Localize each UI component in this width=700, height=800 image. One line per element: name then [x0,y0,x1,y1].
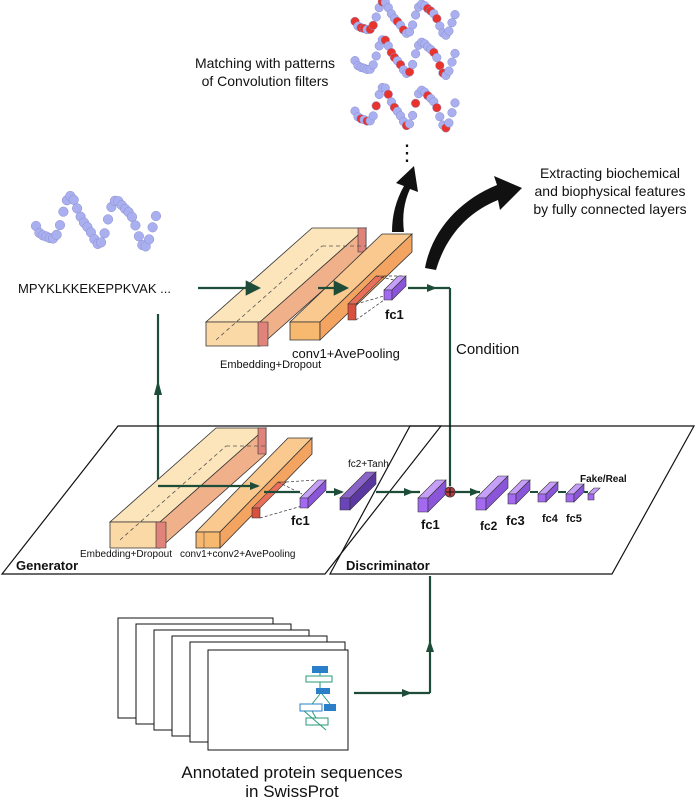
fc1-block-top [355,275,407,321]
embedding-dropout-label-generator: Embedding+Dropout [80,549,172,560]
input-protein-chain [30,190,162,252]
bead [368,20,378,30]
embedding-block-generator [108,427,268,549]
bead [447,18,457,28]
arrow-head-gen3-icon [404,488,414,496]
fc4-block-discriminator [537,481,559,503]
bead [404,119,415,129]
sequence-text: MPYKLKKEKEPPKVAK ... [18,281,171,296]
bead [450,48,460,58]
arrow-head-down-icon [154,380,162,395]
extract-label-line3: by fully connected layers [533,201,686,217]
bead [58,206,69,217]
bead [144,234,155,245]
bead [126,211,138,222]
conv1-avepooling-label: conv1+AvePooling [292,346,400,361]
bead [99,228,110,239]
swissprot-document-stack [117,617,349,751]
fc1-block-generator [259,479,327,519]
bead [408,110,418,120]
conv-block-top [289,233,413,341]
bead [435,112,445,122]
bead [54,220,66,231]
fc3-label-discriminator: fc3 [506,513,525,528]
bead [371,51,381,61]
discriminator-plane [328,425,696,575]
bead [383,89,393,99]
chain-pattern-2 [350,35,460,80]
bead [408,20,418,30]
arrow-head-top-icon [427,284,437,292]
chain-pattern-1 [350,0,460,40]
bead [411,10,421,20]
bead [147,222,158,233]
curved-arrow-right-icon [425,176,522,270]
discriminator-label: Discriminator [346,558,430,573]
bead [371,12,381,22]
bead [102,214,114,225]
bead [371,101,381,111]
bead [411,49,421,59]
fc2-tanh-label: fc2+Tanh [348,459,389,470]
curved-arrow-up-icon [392,166,418,232]
bead [96,237,107,248]
fc4-label-discriminator: fc4 [542,513,559,525]
fc3-block-discriminator [507,479,531,505]
bead [130,220,141,231]
extract-label-line2: and biophysical features [535,183,686,199]
annotated-label-line2: in SwissProt [245,782,339,800]
matching-label-line2: of Convolution filters [202,73,329,89]
bead [450,98,460,108]
fc2-tanh-block [339,471,377,511]
bead [368,111,378,121]
annotation-tree-icon [299,666,336,731]
chain-pattern-3 [350,82,460,133]
fc2-label-discriminator: fc2 [480,519,498,533]
matching-label-line1: Matching with patterns [195,55,335,71]
bead [411,98,421,108]
bead [432,53,442,63]
fc1-label-generator: fc1 [291,513,310,528]
embedding-dropout-label-top: Embedding+Dropout [220,359,321,371]
bead [68,194,79,205]
arrow-head-gen2-icon [334,488,344,496]
bead [432,103,442,113]
fc1-label-discriminator: fc1 [421,517,440,532]
fake-real-label: Fake/Real [580,474,627,485]
conv1-conv2-avepooling-label: conv1+conv2+AvePooling [180,549,295,560]
bead [133,231,144,242]
bead [408,59,418,69]
bead [450,10,460,20]
output-block-discriminator [587,487,601,501]
ellipsis-dots: ⋮ [396,140,418,165]
bead [447,108,457,118]
extract-label-line1: Extracting biochemical [540,165,680,181]
fc5-label-discriminator: fc5 [566,513,582,525]
bead [51,229,62,240]
arrow-head-gen1-icon [250,482,260,490]
bead [444,26,454,36]
fc5-block-discriminator [565,483,585,503]
fc1-block-discriminator [417,479,447,513]
fc2-block-discriminator [475,475,509,511]
bead [150,210,162,222]
fc1-label-top: fc1 [385,307,404,322]
condition-label: Condition [456,341,519,358]
bead [444,118,454,128]
annotated-label-line1: Annotated protein sequences [181,763,402,782]
bead [447,57,457,67]
bead [444,66,454,76]
bead [368,60,378,70]
generator-label: Generator [16,558,78,573]
